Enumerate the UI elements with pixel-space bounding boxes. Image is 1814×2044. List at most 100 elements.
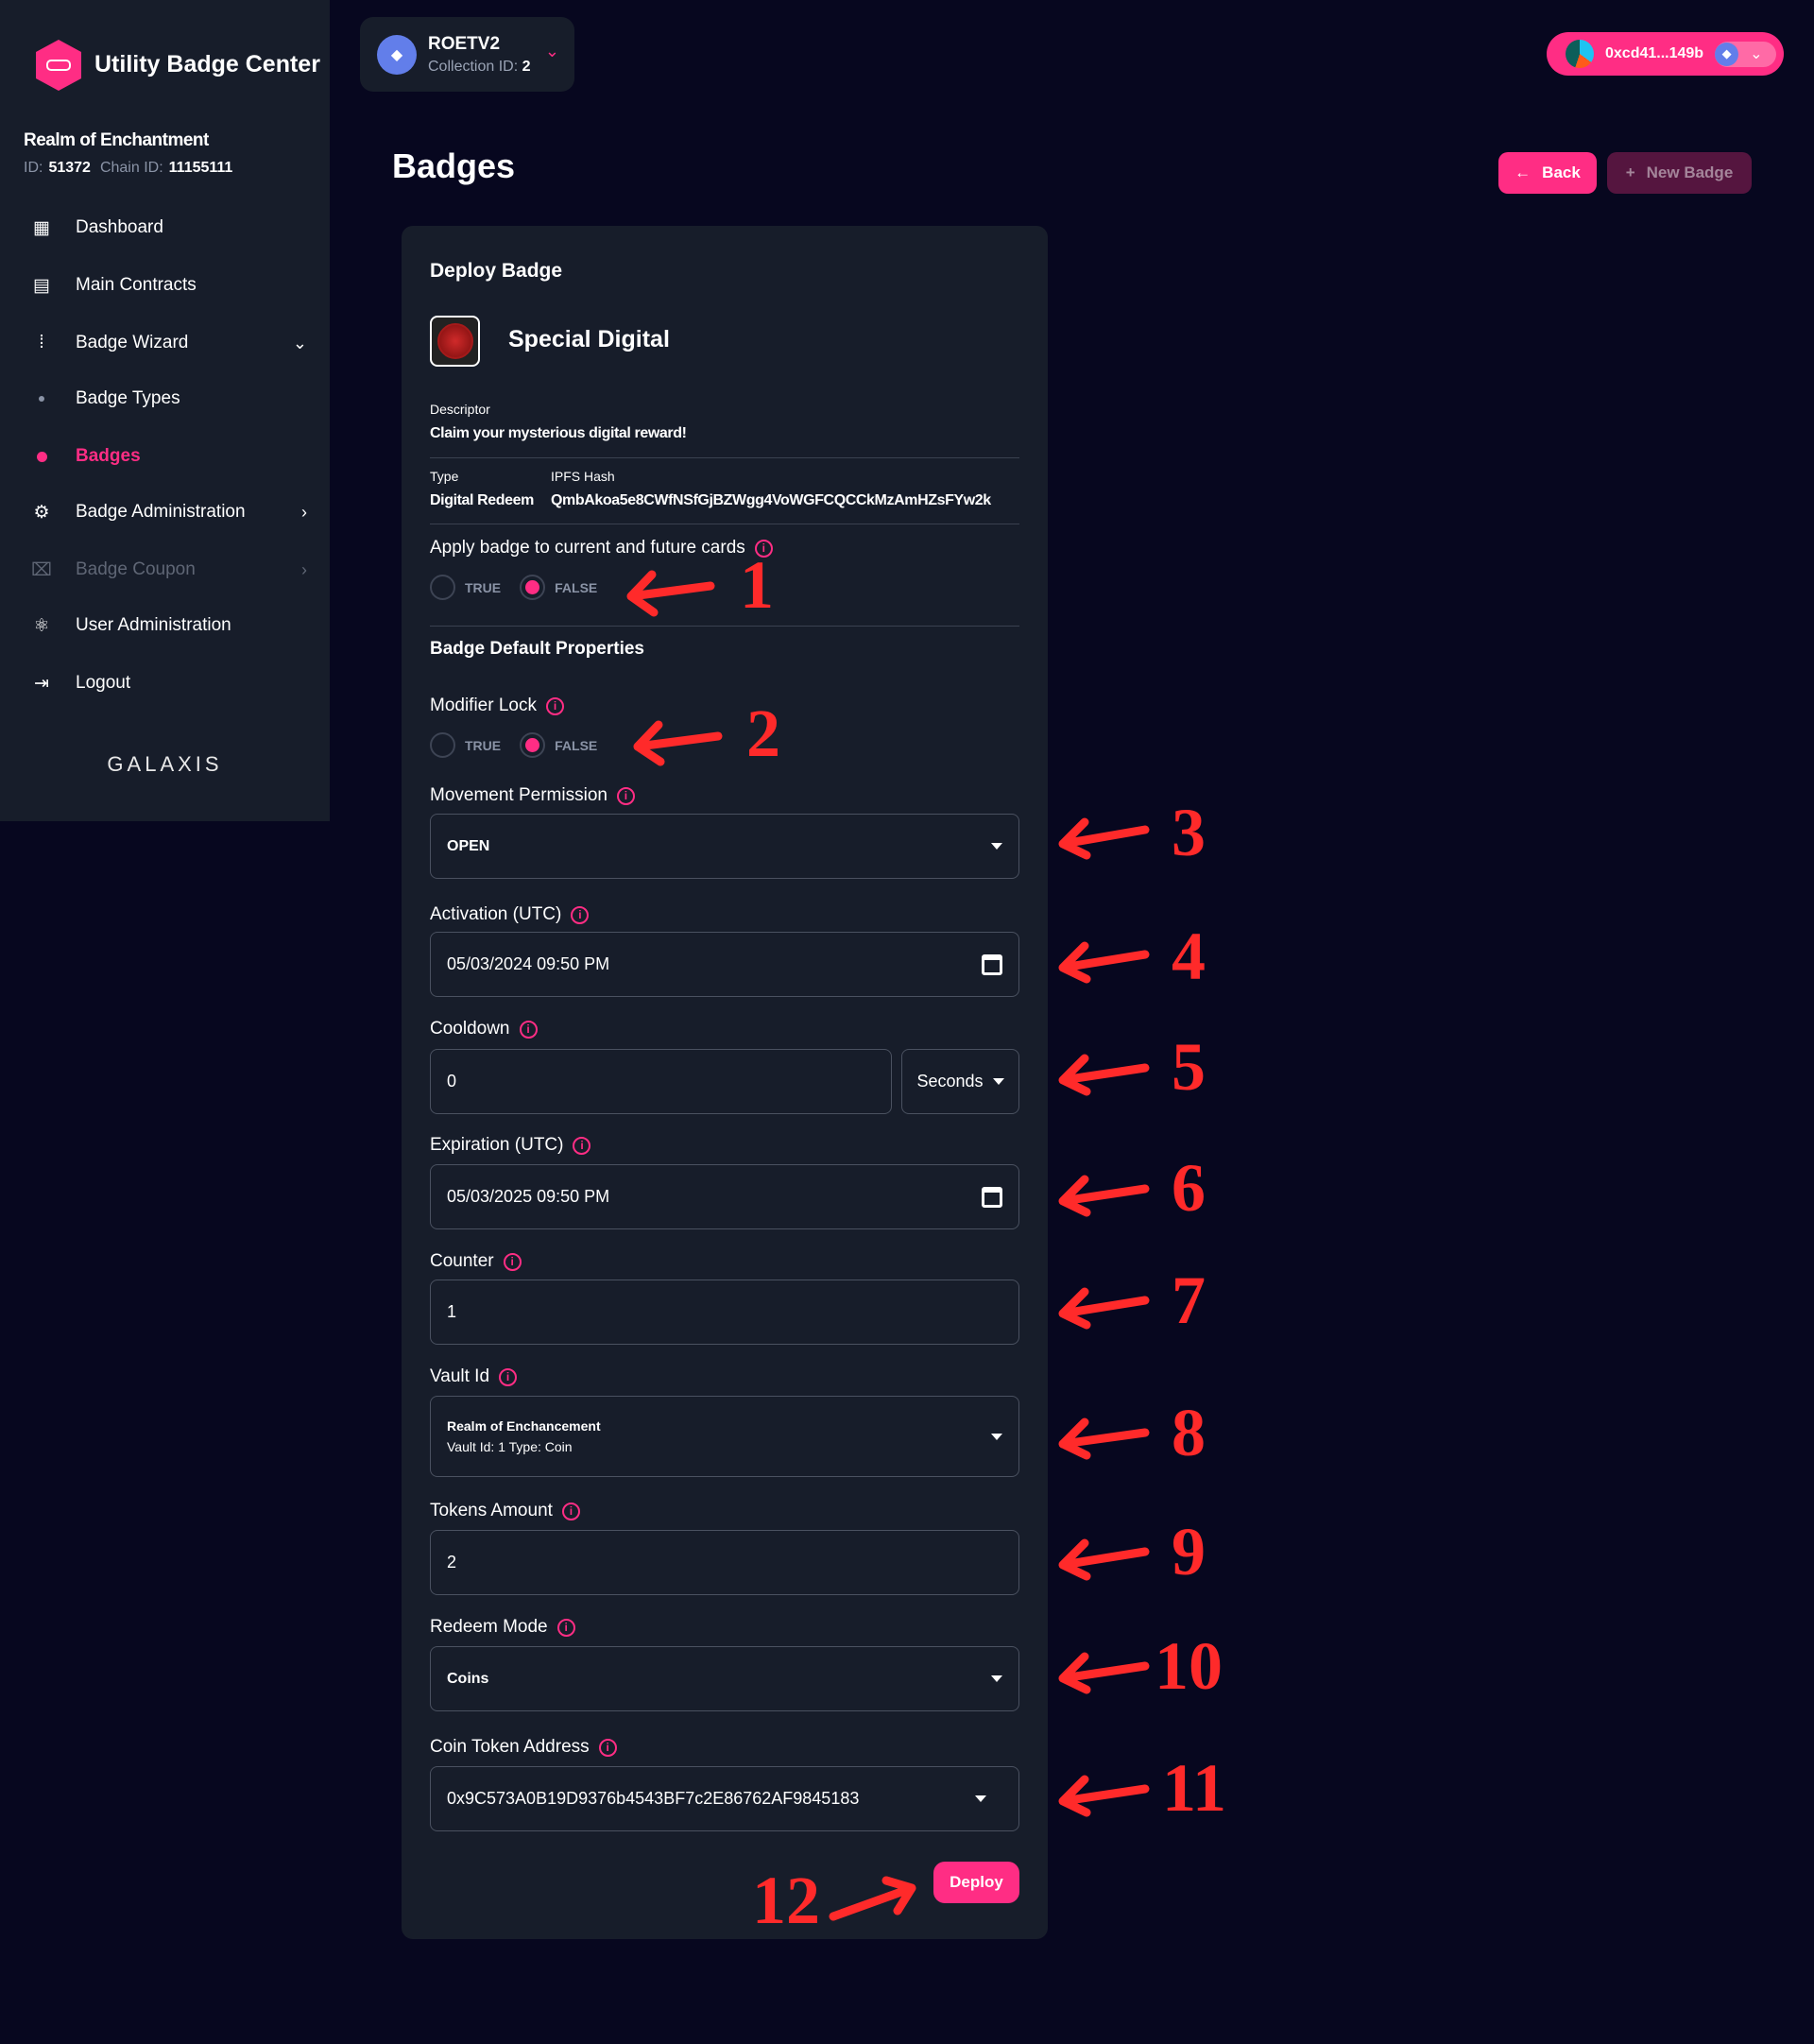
sidebar-item-badge-types[interactable]: Badge Types: [0, 375, 330, 422]
new-badge-button[interactable]: + New Badge: [1607, 152, 1752, 194]
label-text: Apply badge to current and future cards: [430, 538, 745, 558]
counter-input[interactable]: 1: [430, 1280, 1019, 1345]
label-text: Modifier Lock: [430, 696, 537, 715]
calendar-icon[interactable]: [982, 953, 1002, 975]
ethereum-icon: ◆: [377, 34, 417, 75]
info-icon[interactable]: i: [546, 696, 564, 715]
annotation-number: 12: [752, 1863, 820, 1938]
annotation-number: 9: [1172, 1514, 1206, 1589]
collection-id: 2: [522, 58, 531, 75]
movement-permission-select[interactable]: OPEN: [430, 814, 1019, 879]
calendar-icon[interactable]: [982, 1186, 1002, 1208]
cooldown-input[interactable]: 0: [430, 1049, 892, 1114]
network-selector[interactable]: ◆⌄: [1715, 41, 1777, 67]
label-text: Redeem Mode: [430, 1617, 548, 1637]
info-icon[interactable]: i: [573, 1136, 591, 1155]
user-atom-icon: ⚛: [33, 615, 50, 636]
annotation-arrow: [1058, 1538, 1150, 1581]
info-icon[interactable]: i: [616, 786, 635, 805]
sidebar-item-user-administration[interactable]: ⚛User Administration: [0, 602, 330, 649]
card-title: Deploy Badge: [430, 260, 563, 282]
atom-gear-icon: ⚙: [33, 502, 50, 523]
new-badge-label: New Badge: [1646, 163, 1734, 181]
chevron-down-icon: ⌄: [544, 42, 559, 60]
info-icon[interactable]: i: [754, 539, 773, 558]
arrow-left-icon: ←: [1515, 163, 1532, 181]
info-icon[interactable]: i: [499, 1367, 518, 1386]
ipfs-label: IPFS Hash: [551, 469, 615, 484]
expiration-date-input[interactable]: 05/03/2025 09:50 PM: [430, 1164, 1019, 1229]
info-icon[interactable]: i: [556, 1618, 575, 1637]
plus-icon: +: [1625, 163, 1635, 181]
info-icon[interactable]: i: [503, 1252, 522, 1271]
sidebar-item-badge-administration[interactable]: ⚙Badge Administration›: [0, 489, 330, 536]
annotation-number: 7: [1172, 1262, 1206, 1338]
nav-label: Badge Wizard: [76, 333, 189, 352]
page-title: Badges: [392, 146, 516, 185]
apply-false-radio[interactable]: [520, 575, 546, 600]
info-icon[interactable]: i: [598, 1738, 617, 1757]
cooldown-unit-select[interactable]: Seconds: [901, 1049, 1019, 1114]
app-logo-icon: [36, 40, 81, 91]
caret-down-icon: [991, 1675, 1002, 1682]
sidebar-item-logout[interactable]: ⇥Logout: [0, 660, 330, 707]
info-icon[interactable]: i: [519, 1020, 538, 1039]
annotation-number: 2: [746, 696, 780, 771]
sidebar-item-main-contracts[interactable]: ▤Main Contracts: [0, 262, 330, 309]
modifier-false-radio[interactable]: [520, 732, 546, 758]
info-icon[interactable]: i: [561, 1502, 580, 1520]
wallet-button[interactable]: 0xcd41...149b ◆⌄: [1547, 32, 1784, 76]
annotation-arrow: [1058, 941, 1150, 984]
input-value: 05/03/2024 09:50 PM: [447, 954, 610, 973]
document-icon: ▤: [33, 275, 50, 296]
label-text: Expiration (UTC): [430, 1135, 564, 1155]
sidebar-item-badge-coupon[interactable]: ⌧Badge Coupon›: [0, 546, 330, 593]
apply-true-radio[interactable]: [430, 575, 455, 600]
type-value: Digital Redeem: [430, 492, 534, 508]
annotation-number: 1: [740, 547, 774, 623]
sidebar: Utility Badge Center Realm of Enchantmen…: [0, 0, 330, 821]
annotation-number: 8: [1172, 1395, 1206, 1470]
coin-token-address-select[interactable]: 0x9C573A0B19D9376b4543BF7c2E86762AF98451…: [430, 1766, 1019, 1831]
collection-name: ROETV2: [428, 33, 501, 54]
select-value: Seconds: [916, 1072, 984, 1091]
chevron-down-icon: ⌄: [292, 333, 307, 352]
sidebar-item-dashboard[interactable]: ▦Dashboard: [0, 204, 330, 251]
bullet-icon: [13, 396, 70, 402]
coupon-icon: ⌧: [31, 559, 52, 580]
chevron-right-icon: ›: [301, 502, 307, 522]
back-button[interactable]: ←Back: [1498, 152, 1597, 194]
dashboard-icon: ▦: [33, 217, 50, 238]
sidebar-item-badges[interactable]: Badges: [0, 433, 330, 480]
info-icon[interactable]: i: [571, 905, 590, 924]
annotation-arrow: [1058, 1175, 1150, 1217]
vault-name: Realm of Enchancement: [447, 1418, 601, 1434]
redeem-mode-select[interactable]: Coins: [430, 1646, 1019, 1711]
id-label: ID:: [24, 160, 43, 176]
modifier-true-radio[interactable]: [430, 732, 455, 758]
annotation-arrow: [1058, 1287, 1150, 1330]
deploy-button[interactable]: Deploy: [933, 1862, 1019, 1903]
nav-label: Badge Types: [76, 388, 180, 408]
sidebar-item-badge-wizard[interactable]: ⁞Badge Wizard⌄: [0, 319, 330, 367]
input-value: 1: [447, 1302, 457, 1321]
annotation-arrow: [1058, 1775, 1150, 1817]
realm-id: 51372: [48, 160, 91, 176]
select-value: OPEN: [447, 837, 490, 854]
tokens-amount-input[interactable]: 2: [430, 1530, 1019, 1595]
bullet-icon: [13, 451, 70, 462]
caret-down-icon: [992, 1078, 1004, 1085]
activation-date-input[interactable]: 05/03/2024 09:50 PM: [430, 932, 1019, 997]
modifier-lock-label: Modifier Lock i: [430, 696, 564, 716]
apply-radio-group: TRUE FALSE: [430, 575, 616, 600]
modifier-radio-group: TRUE FALSE: [430, 732, 616, 758]
